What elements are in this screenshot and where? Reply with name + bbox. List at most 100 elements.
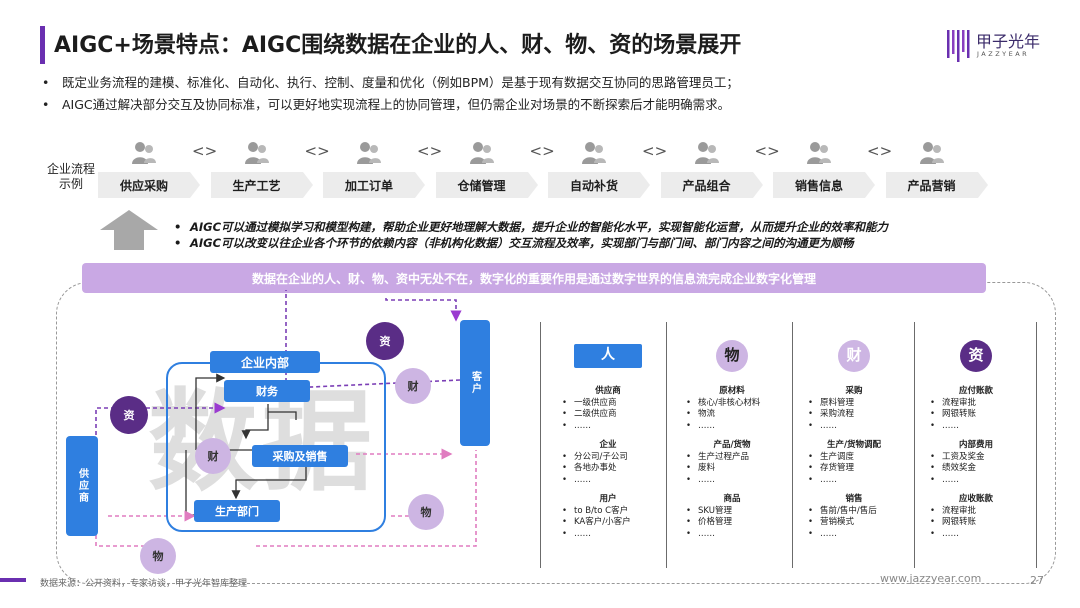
category-item: 工资及奖金 [916,452,1036,464]
column-divider [1036,322,1037,568]
source-note: 数据来源：公开资料，专家访谈，甲子光年智库整理 [40,579,248,589]
category-item: …… [794,529,914,541]
category-item: 存货管理 [794,463,914,475]
tag-cai-inner: 财 [195,438,231,474]
category-item: …… [916,475,1036,487]
category-item: 分公司/子公司 [548,452,668,464]
column-head-ren: 人 [574,344,642,368]
purchase-sales-box: 采购及销售 [252,445,348,467]
category-group: 供应商一级供应商二级供应商…… [548,386,668,432]
category-item: …… [672,529,792,541]
person-icon [807,142,831,164]
column-ren: 人 供应商一级供应商二级供应商……企业分公司/子公司各地办事处……用户to B/… [548,344,668,548]
category-item: 采购流程 [794,409,914,421]
category-item: 原料管理 [794,398,914,410]
category-item: 营销模式 [794,517,914,529]
category-item: SKU管理 [672,506,792,518]
category-title: 用户 [599,494,617,504]
person-icon [582,142,606,164]
double-arrow-icon: <> [867,142,893,160]
category-item: …… [794,475,914,487]
category-item: …… [794,421,914,433]
supplier-bar: 供应商 [66,436,98,536]
ai-note: AIGC可以通过模拟学习和模型构建，帮助企业更好地理解大数据，提升企业的智能化水… [172,219,888,235]
column-cai-body: 采购原料管理采购流程……生产/货物调配生产调度存货管理……销售售前/售中/售后营… [794,386,914,540]
person-icon [357,142,381,164]
person-icon [919,142,944,164]
column-wu: 物 原材料核心/非核心材料物流…… 产品/货物生产过程产品废料…… 商品SKU管理价… [672,340,792,548]
up-arrow-icon [100,210,158,250]
double-arrow-icon: <> [417,142,443,160]
flow-step: 供应采购 [98,172,200,198]
category-item: …… [672,475,792,487]
category-group: 商品SKU管理价格管理…… [672,494,792,540]
column-zi: 资 应付账款流程审批网银转账……内部费用工资及奖金绩效奖金……应收账款流程审批网… [916,340,1036,548]
category-title: 供应商 [595,386,621,396]
finance-box: 财务 [224,380,310,402]
column-divider [792,322,793,568]
intro-bullet: 既定业务流程的建模、标准化、自动化、执行、控制、度量和优化（例如BPM）是基于现… [40,72,1060,94]
category-title: 应付账款 [958,386,993,396]
flow-step: 加工订单 [323,172,425,198]
ai-notes: AIGC可以通过模拟学习和模型构建，帮助企业更好地理解大数据，提升企业的智能化水… [172,219,888,251]
category-item: 物流 [672,409,792,421]
double-arrow-icon: <> [304,142,330,160]
ai-note: AIGC可以改变以往企业各个环节的依赖内容（非机构化数据）交互流程及效率，实现部… [172,235,888,251]
column-divider [540,322,541,568]
flow-step: 产品营销 [885,172,988,198]
category-item: …… [548,475,668,487]
category-group: 企业分公司/子公司各地办事处…… [548,440,668,486]
category-item: 生产调度 [794,452,914,464]
category-group: 生产/货物调配生产调度存货管理…… [794,440,914,486]
double-arrow-icon: <> [529,142,555,160]
intro-bullets: 既定业务流程的建模、标准化、自动化、执行、控制、度量和优化（例如BPM）是基于现… [40,72,1060,116]
category-group: 用户to B/to C客户KA客户/小客户…… [548,494,668,540]
category-item: 二级供应商 [548,409,668,421]
category-item: 一级供应商 [548,398,668,410]
logo-subtext: JAZZYEAR [977,50,1030,58]
category-item: …… [916,529,1036,541]
category-group: 产品/货物生产过程产品废料…… [672,440,792,486]
category-item: …… [916,421,1036,433]
category-title: 内部费用 [958,440,993,450]
column-head-zi: 资 [960,340,992,372]
tag-zi-left: 资 [110,396,148,434]
page-title: AIGC+场景特点：AIGC围绕数据在企业的人、财、物、资的场景展开 [54,33,742,58]
category-group: 原材料核心/非核心材料物流…… [672,386,792,432]
logo-text: 甲子光年 [976,32,1041,51]
flow-step: 销售信息 [773,172,875,198]
category-group: 应付账款流程审批网银转账…… [916,386,1036,432]
category-item: 网银转账 [916,517,1036,529]
category-title: 企业 [599,440,617,450]
category-item: 价格管理 [672,517,792,529]
person-icon [132,142,156,164]
customer-bar: 客户 [460,320,490,446]
category-group: 应收账款流程审批网银转账…… [916,494,1036,540]
category-title: 应收账款 [958,494,993,504]
flow-label: 企业流程示例 [46,162,95,191]
tag-zi-top: 资 [366,322,404,360]
person-icon [694,142,719,164]
tag-wu-bottom: 物 [140,538,176,574]
corner-accent [0,578,26,582]
data-banner: 数据在企业的人、财、物、资中无处不在，数字化的重要作用是通过数字世界的信息流完成… [82,263,986,293]
person-icon [469,142,494,164]
tag-cai-right: 财 [395,368,431,404]
column-head-wu: 物 [716,340,748,372]
category-item: …… [672,421,792,433]
flow-step: 自动补货 [548,172,650,198]
person-icon [244,142,269,164]
category-item: KA客户/小客户 [548,517,668,529]
category-item: …… [548,529,668,541]
logo: 甲子光年 JAZZYEAR [946,26,1056,66]
column-wu-body: 原材料核心/非核心材料物流…… 产品/货物生产过程产品废料…… 商品SKU管理价格管… [672,386,792,540]
intro-bullet: AIGC通过解决部分交互及协同标准，可以更好地实现流程上的协同管理，但仍需企业对… [40,94,1060,116]
category-item: 流程审批 [916,506,1036,518]
category-item: 流程审批 [916,398,1036,410]
category-item: 废料 [672,463,792,475]
column-zi-body: 应付账款流程审批网银转账……内部费用工资及奖金绩效奖金……应收账款流程审批网银转… [916,386,1036,540]
page-number: 27 [1030,574,1044,587]
category-title: 原材料 [719,386,745,396]
category-group: 采购原料管理采购流程…… [794,386,914,432]
tag-wu-right: 物 [408,494,444,530]
